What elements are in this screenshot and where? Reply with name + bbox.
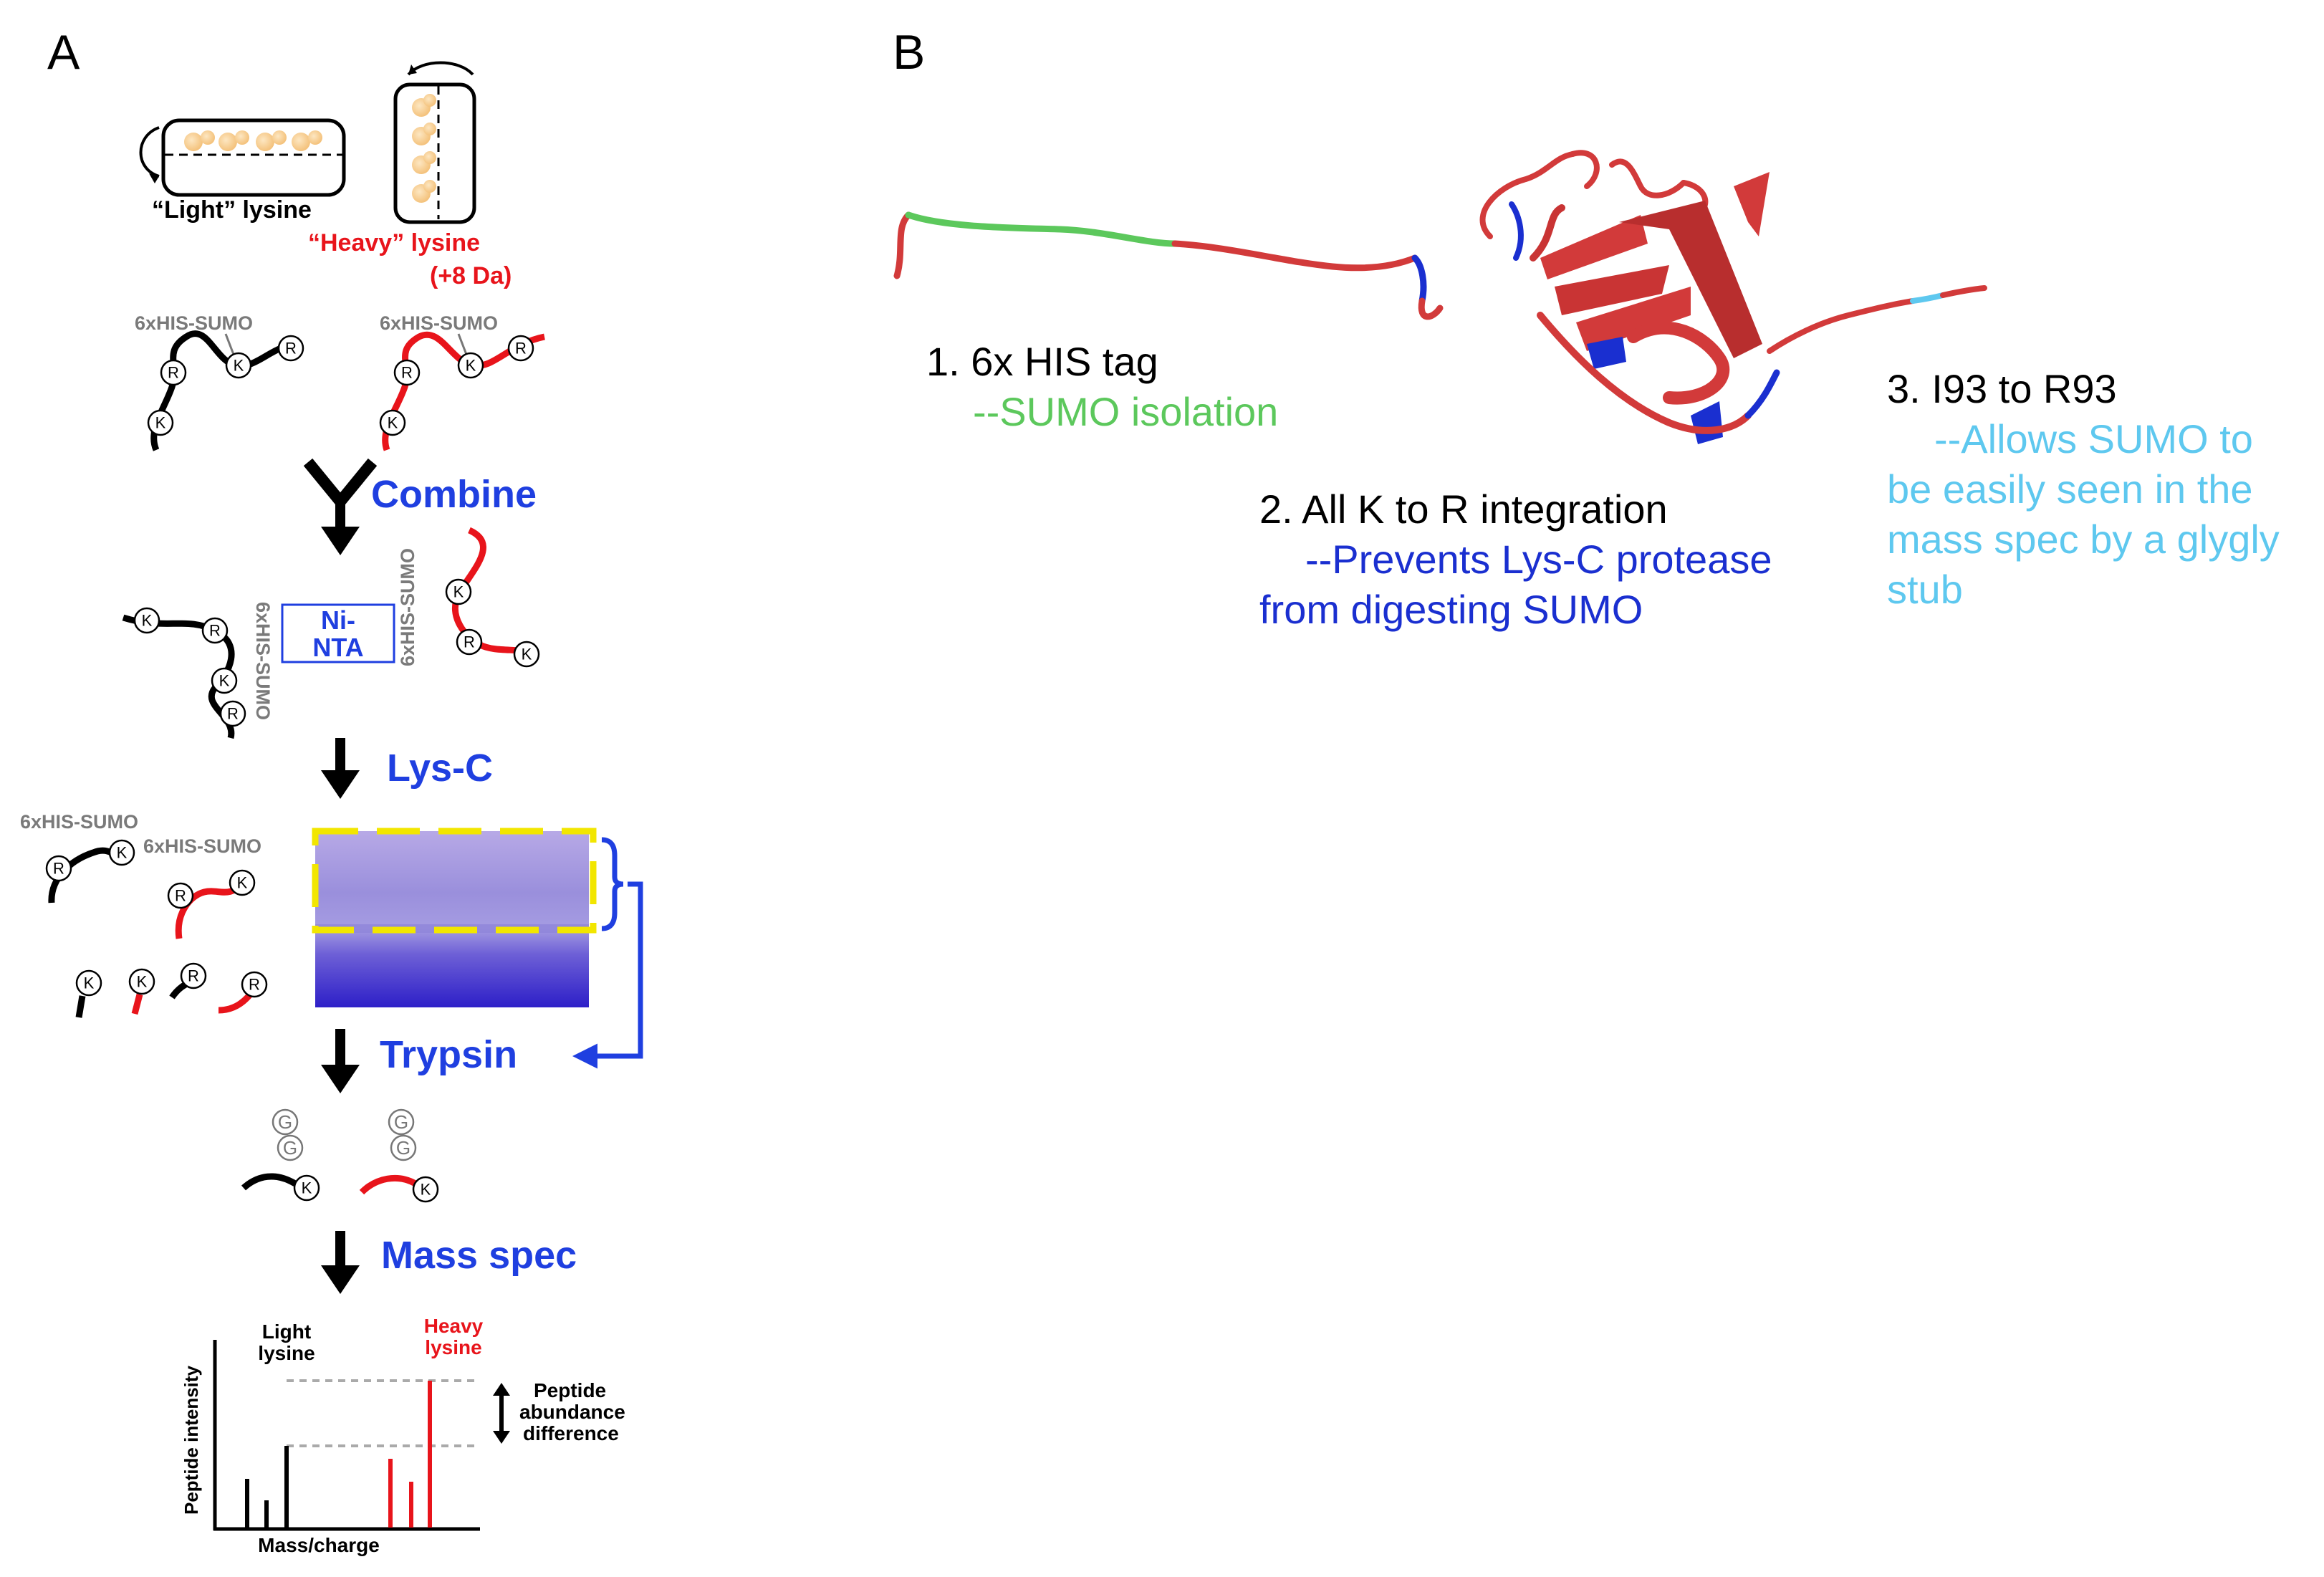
annotation-1-desc: --SUMO isolation bbox=[973, 389, 1278, 434]
svg-text:R: R bbox=[168, 364, 179, 382]
svg-text:R: R bbox=[227, 705, 239, 723]
combine-label: Combine bbox=[371, 473, 537, 516]
svg-text:K: K bbox=[237, 874, 248, 892]
annotation-2-title: 2. All K to R integration bbox=[1259, 486, 1668, 532]
svg-text:R: R bbox=[188, 967, 199, 985]
light-protein-strand: K R K R bbox=[147, 330, 304, 451]
trypsin-arrow bbox=[321, 1029, 360, 1093]
annotation-1-title: 1. 6x HIS tag bbox=[926, 339, 1158, 384]
heavy-protein-strand: K R K R bbox=[379, 331, 545, 451]
svg-text:K: K bbox=[142, 612, 153, 630]
heavy-lysine-flask bbox=[393, 61, 476, 224]
tag-label-fragment-light: 6xHIS-SUMO bbox=[20, 811, 138, 833]
light-lysine-flask bbox=[139, 118, 346, 197]
spectrum-diff-label-1: Peptide bbox=[534, 1379, 606, 1401]
svg-text:R: R bbox=[209, 622, 221, 640]
svg-text:R: R bbox=[285, 340, 297, 358]
svg-text:G: G bbox=[394, 1111, 408, 1133]
svg-text:K: K bbox=[522, 646, 532, 663]
spectrum-heavy-label-1: Heavy bbox=[424, 1315, 484, 1337]
diglycine-peptides: G G K G G K bbox=[241, 1108, 439, 1203]
tag-label-fragment-heavy: 6xHIS-SUMO bbox=[143, 835, 261, 857]
lysc-arrow bbox=[321, 738, 360, 799]
spectrum-light-label-2: lysine bbox=[258, 1342, 314, 1364]
lysc-label: Lys-C bbox=[387, 747, 493, 790]
panel-b-letter: B bbox=[893, 25, 925, 80]
svg-text:R: R bbox=[515, 340, 527, 358]
spectrum-light-label-1: Light bbox=[262, 1320, 311, 1343]
svg-text:K: K bbox=[453, 583, 464, 601]
svg-text:K: K bbox=[421, 1181, 431, 1199]
svg-text:K: K bbox=[117, 844, 128, 862]
massspec-label: Mass spec bbox=[381, 1234, 577, 1277]
svg-text:K: K bbox=[466, 357, 476, 375]
svg-text:K: K bbox=[388, 414, 398, 432]
trypsin-label: Trypsin bbox=[380, 1033, 517, 1076]
annotation-3-desc-2: be easily seen in the bbox=[1887, 466, 2253, 512]
gel-image bbox=[312, 828, 643, 1069]
svg-text:K: K bbox=[155, 414, 166, 432]
sumo-protein-structure bbox=[893, 150, 1987, 444]
heavy-lysine-label: “Heavy” lysine bbox=[308, 229, 480, 257]
heavy-mass-label: (+8 Da) bbox=[430, 262, 512, 289]
tag-label-ninta-left: 6xHIS-SUMO bbox=[252, 602, 274, 720]
ninta-label-line2: NTA bbox=[312, 633, 363, 662]
annotation-2-desc-2: from digesting SUMO bbox=[1259, 587, 1643, 632]
annotation-3-title: 3. I93 to R93 bbox=[1887, 366, 2117, 411]
ninta-label-line1: Ni- bbox=[321, 605, 355, 635]
spectrum-diff-label-3: difference bbox=[523, 1422, 619, 1444]
spectrum-ylabel: Peptide intensity bbox=[181, 1365, 202, 1515]
light-lysine-label: “Light” lysine bbox=[152, 196, 312, 224]
massspec-arrow bbox=[321, 1231, 360, 1294]
svg-text:K: K bbox=[302, 1179, 312, 1197]
spectrum-heavy-label-2: lysine bbox=[425, 1336, 481, 1358]
svg-text:G: G bbox=[396, 1137, 410, 1159]
svg-text:K: K bbox=[137, 973, 148, 991]
combine-arrow bbox=[303, 458, 378, 555]
tag-label-ninta-right: 6xHIS-SUMO bbox=[397, 548, 418, 666]
tag-label-heavy: 6xHIS-SUMO bbox=[380, 312, 498, 334]
svg-text:R: R bbox=[249, 976, 260, 994]
mass-spectrum bbox=[213, 1340, 510, 1531]
svg-text:R: R bbox=[53, 860, 64, 878]
svg-text:R: R bbox=[401, 364, 413, 382]
annotation-3-desc-4: stub bbox=[1887, 567, 1963, 612]
panel-a-letter: A bbox=[47, 25, 80, 80]
spectrum-xlabel: Mass/charge bbox=[258, 1534, 380, 1556]
tag-label-light: 6xHIS-SUMO bbox=[135, 312, 253, 334]
svg-text:R: R bbox=[464, 633, 475, 651]
svg-text:G: G bbox=[278, 1111, 292, 1133]
svg-text:R: R bbox=[175, 887, 186, 905]
ninta-complex: K R K R K R K bbox=[122, 527, 540, 739]
svg-text:K: K bbox=[84, 974, 95, 992]
annotation-3-desc-3: mass spec by a glygly bbox=[1887, 517, 2280, 562]
svg-text:K: K bbox=[234, 357, 244, 375]
annotation-3-desc-1: --Allows SUMO to bbox=[1934, 416, 2253, 461]
svg-text:G: G bbox=[283, 1137, 297, 1159]
spectrum-diff-label-2: abundance bbox=[519, 1401, 625, 1423]
svg-text:K: K bbox=[219, 672, 230, 690]
annotation-2-desc-1: --Prevents Lys-C protease bbox=[1305, 537, 1772, 582]
lysc-fragments: R K R K K K R R bbox=[45, 839, 268, 1018]
